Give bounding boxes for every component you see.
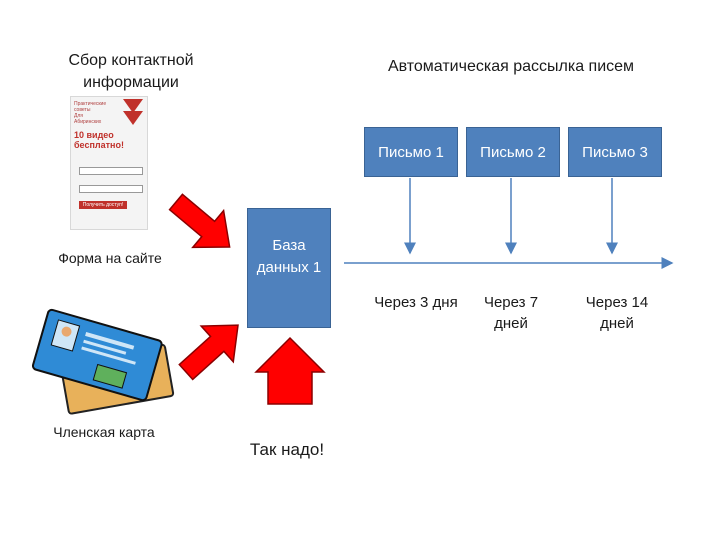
logo-chevron-icon bbox=[123, 111, 143, 125]
letter-3-box: Письмо 3 bbox=[568, 127, 662, 177]
must-up-arrow bbox=[254, 336, 326, 405]
letter-1-delay: Через 3 дня bbox=[374, 294, 458, 311]
letter-2-box: Письмо 2 bbox=[466, 127, 560, 177]
form-thumb-text: Для bbox=[74, 113, 84, 119]
must-label: Так надо! bbox=[249, 440, 325, 459]
form-thumb-text: Абиринских bbox=[74, 119, 102, 125]
member-card-icon bbox=[31, 308, 175, 415]
form-thumb-text: Практические bbox=[74, 101, 107, 107]
web-form-thumbnail: Практические советы Для Абиринских 10 ви… bbox=[70, 96, 148, 230]
collect-contacts-heading: Сбор контактной информации bbox=[68, 52, 194, 91]
form-thumb-name-input bbox=[79, 167, 143, 175]
mailing-heading: Автоматическая рассылка писем bbox=[387, 58, 635, 75]
form-thumb-button: Получить доступ! bbox=[79, 201, 127, 209]
member-card-arrow bbox=[178, 324, 239, 381]
letter-3-delay: Через 14 дней bbox=[585, 294, 649, 332]
form-thumb-promo: 10 видео бесплатно! bbox=[74, 130, 124, 150]
web-form-label: Форма на сайте bbox=[58, 250, 162, 266]
letter-1-box: Письмо 1 bbox=[364, 127, 458, 177]
form-thumb-email-input bbox=[79, 185, 143, 193]
database-box: База данных 1 bbox=[247, 208, 331, 328]
member-card-label: Членская карта bbox=[53, 424, 155, 440]
letter-2-delay: Через 7 дней bbox=[483, 294, 539, 332]
web-form-arrow bbox=[168, 193, 231, 249]
logo-chevron-icon bbox=[123, 99, 143, 113]
form-thumb-text: советы bbox=[74, 107, 91, 113]
